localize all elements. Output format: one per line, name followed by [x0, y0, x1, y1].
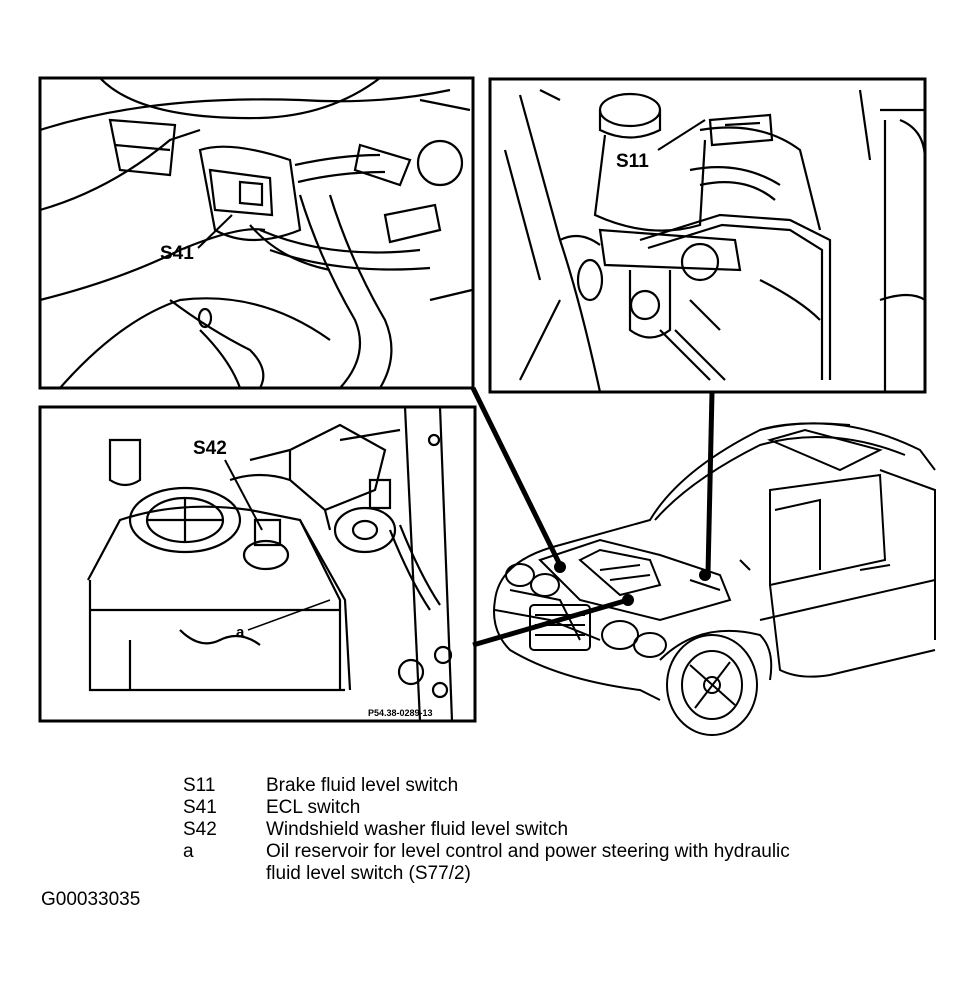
legend-code: S42: [183, 819, 217, 840]
leader-lines: [470, 386, 715, 648]
legend-row-a: a Oil reservoir for level control and po…: [183, 841, 826, 885]
legend-code: a: [183, 841, 194, 862]
label-s42: S42: [193, 438, 227, 459]
car-illustration: [493, 422, 936, 736]
location-markers: [554, 561, 711, 606]
legend-row-s11: S11 Brake fluid level switch: [183, 775, 826, 797]
legend-description: Oil reservoir for level control and powe…: [266, 841, 790, 884]
inset-s41-panel: S41: [38, 76, 475, 390]
legend-row-s41: S41 ECL switch: [183, 797, 826, 819]
label-a: a: [236, 624, 245, 641]
inset-s11-panel: S11: [488, 77, 927, 394]
legend-description: ECL switch: [266, 797, 361, 818]
reference-code: P54.38-0289-13: [368, 708, 433, 718]
legend-row-s42: S42 Windshield washer fluid level switch: [183, 819, 826, 841]
legend-description: Windshield washer fluid level switch: [266, 819, 569, 840]
legend-code: S11: [183, 775, 216, 796]
legend: S11 Brake fluid level switch S41 ECL swi…: [183, 775, 826, 885]
label-s11: S11: [616, 151, 649, 172]
inset-s42-panel: S42 a P54.38-0289-13: [38, 405, 477, 723]
legend-description: Brake fluid level switch: [266, 775, 459, 796]
legend-code: S41: [183, 797, 217, 818]
figure-id: G00033035: [41, 889, 141, 910]
label-s41: S41: [160, 243, 194, 264]
